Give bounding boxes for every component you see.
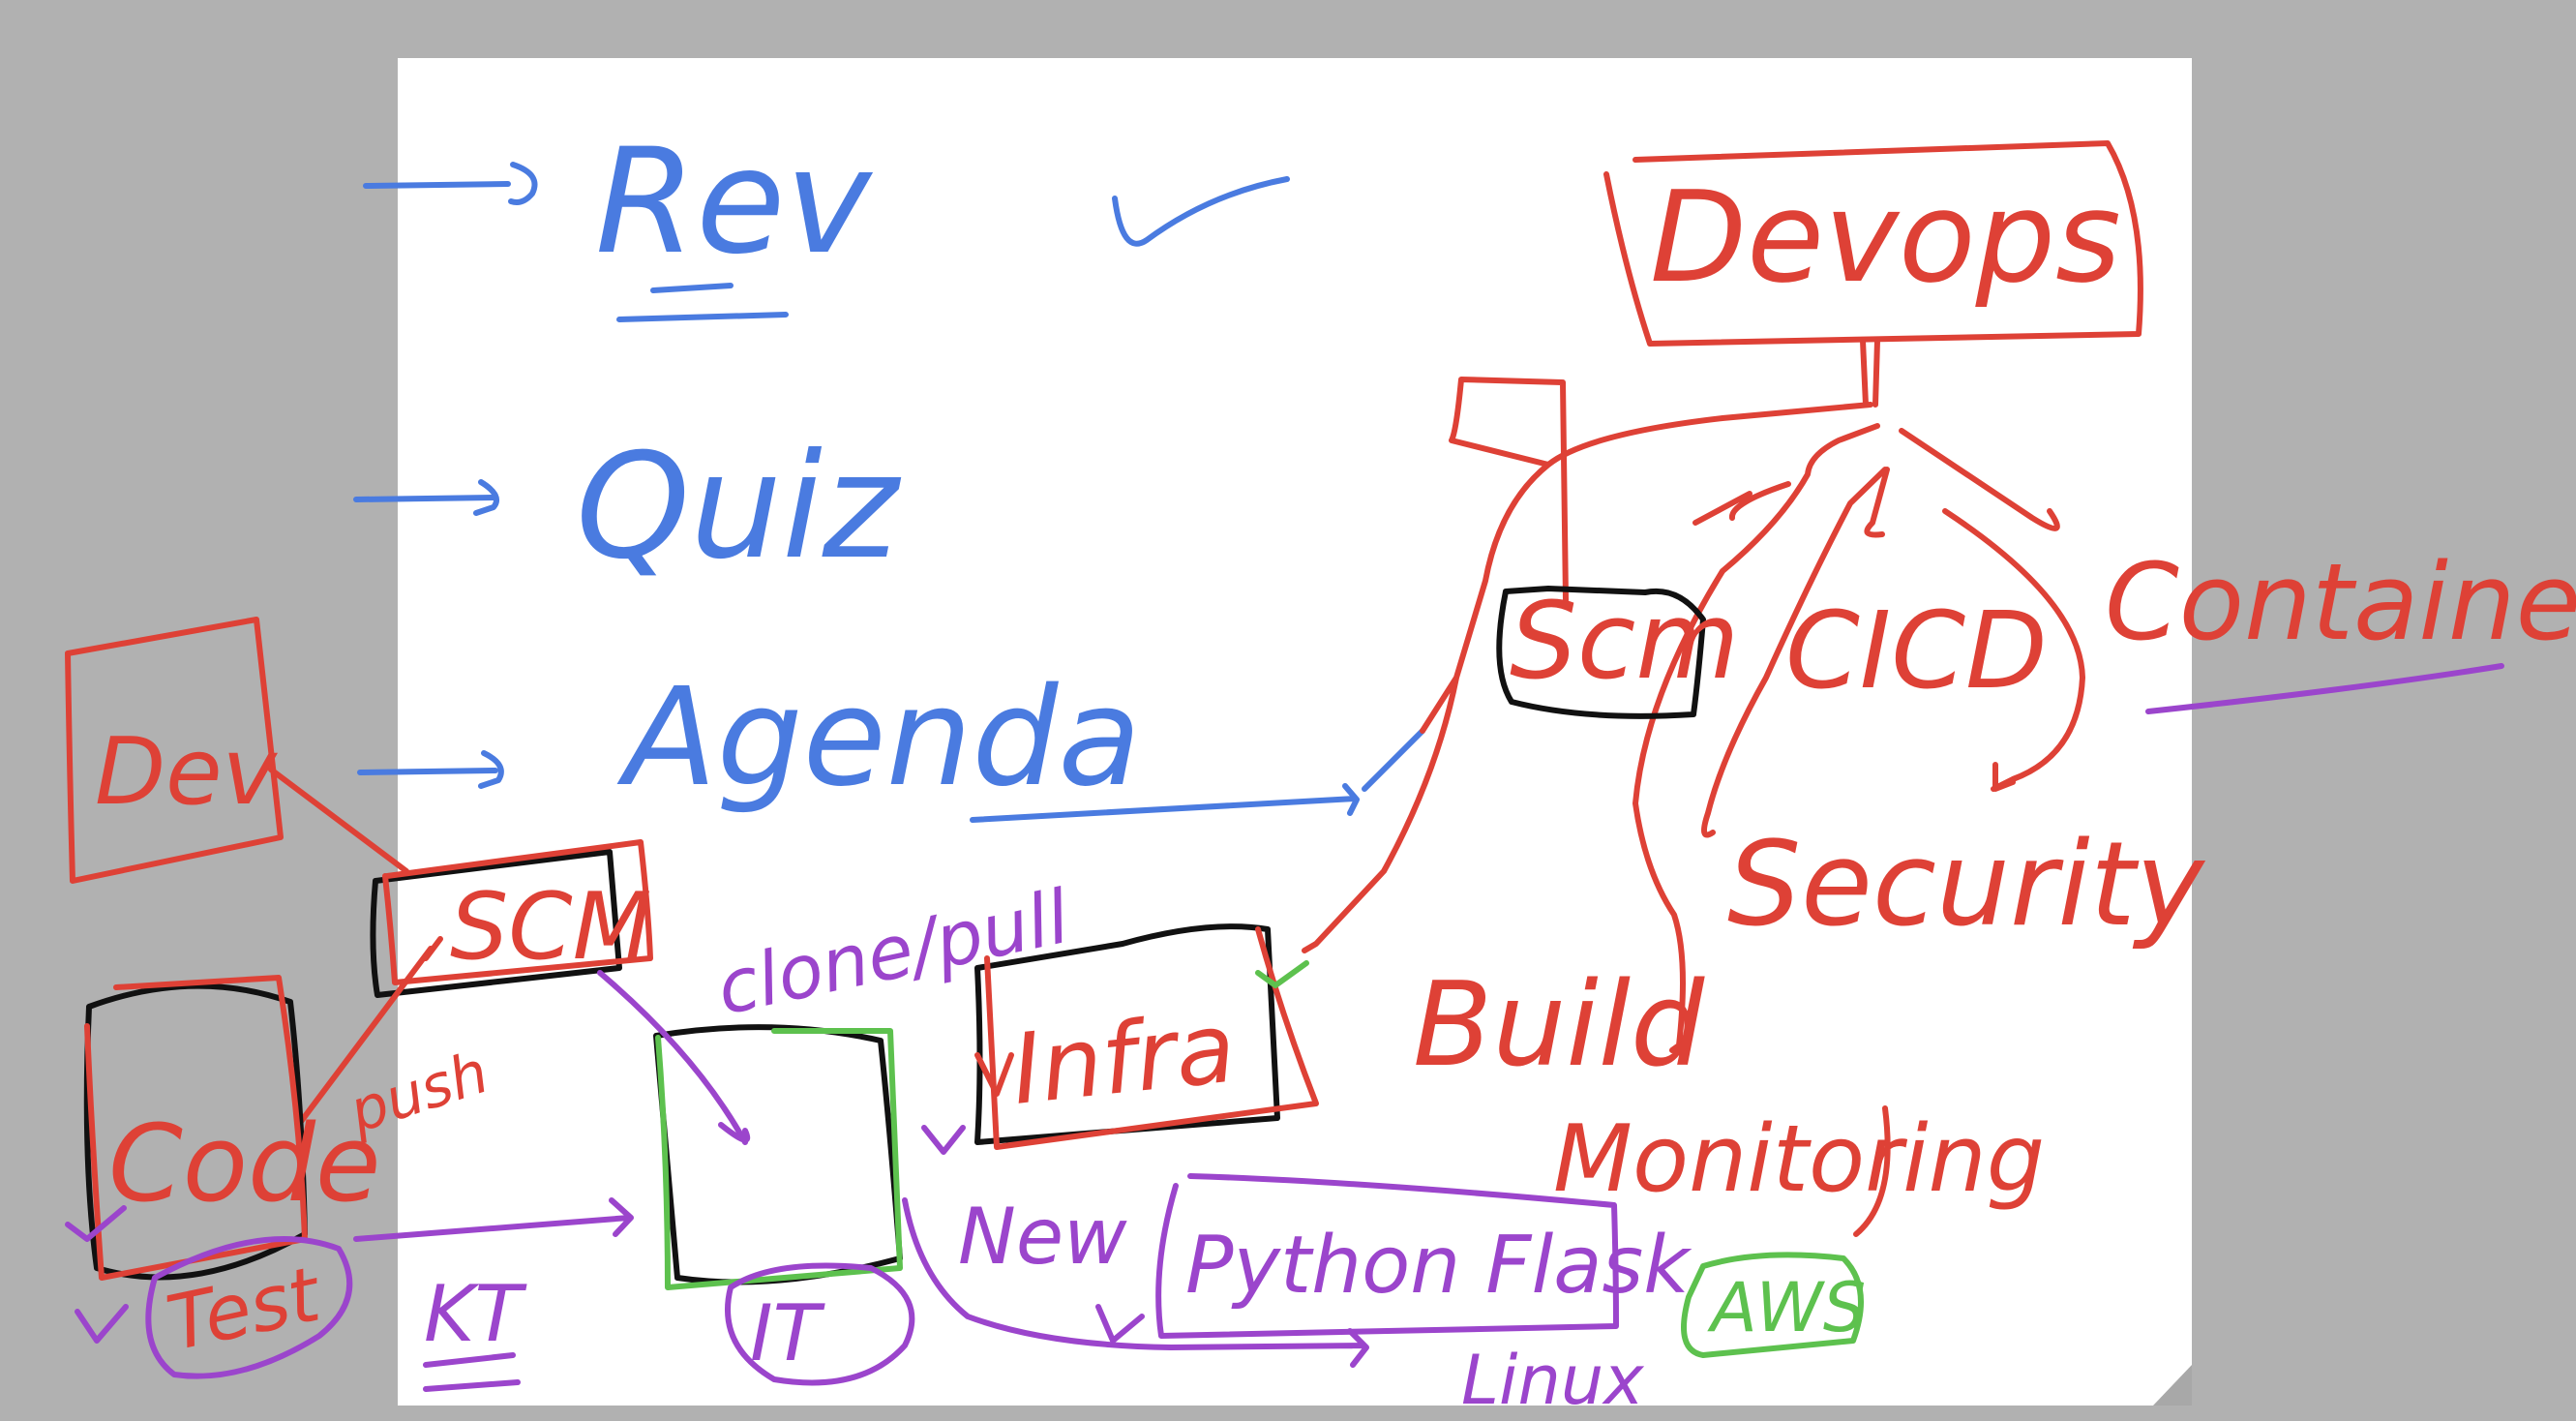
devops-cicd: CICD bbox=[1785, 589, 2048, 712]
devops-box bbox=[1603, 140, 2143, 347]
devops-branches bbox=[1302, 338, 2060, 1053]
arrow-icon bbox=[363, 162, 538, 205]
devops-scm: Scm bbox=[1510, 579, 1739, 703]
test-circle bbox=[145, 1236, 353, 1379]
devops-title: Devops bbox=[1650, 164, 2121, 311]
checkmark-icon bbox=[921, 1125, 966, 1155]
devops-build: Build bbox=[1413, 958, 1705, 1093]
scm-box-left-red bbox=[382, 839, 653, 985]
agenda-item-quiz: Quiz bbox=[576, 423, 902, 591]
arrow-icon bbox=[353, 479, 499, 516]
scm-box-left bbox=[370, 849, 622, 998]
workflow-python-flask: Python Flask bbox=[1185, 1220, 1692, 1312]
infra-box-red bbox=[984, 926, 1319, 1150]
workflow-code: Code bbox=[108, 1102, 381, 1225]
arrow-icon bbox=[357, 750, 504, 789]
test-to-it-arrow bbox=[353, 1197, 634, 1242]
containers-underline bbox=[2145, 663, 2504, 714]
workflow-new: New bbox=[958, 1192, 1127, 1282]
rev-underline bbox=[616, 283, 789, 322]
resize-handle-icon[interactable] bbox=[2153, 1365, 2192, 1406]
checkmark-icon bbox=[75, 1304, 129, 1344]
devops-containers: Containers bbox=[2105, 540, 2576, 664]
checkmark-icon bbox=[65, 1205, 127, 1242]
devops-monitoring: Monitoring bbox=[1553, 1106, 2045, 1213]
infra-box-black bbox=[974, 923, 1280, 1145]
workflow-linux: Linux bbox=[1461, 1341, 1644, 1420]
scm-to-code-line bbox=[297, 936, 443, 1126]
agenda-connector-arrow bbox=[970, 728, 1425, 823]
workflow-dev: Dev bbox=[95, 719, 279, 826]
it-circle bbox=[725, 1262, 915, 1386]
agenda-list: Rev Quiz Agenda bbox=[353, 118, 1425, 823]
workflow-infra: Infra bbox=[1006, 990, 1240, 1126]
workflow-it: IT bbox=[750, 1288, 826, 1378]
workflow-aws: AWS bbox=[1707, 1268, 1866, 1347]
workflow-kt: KT bbox=[424, 1269, 527, 1359]
workflow-diagram: Dev SCM Code push Test KT clone/pull IT … bbox=[65, 617, 1866, 1420]
it-box-green bbox=[655, 1028, 903, 1290]
devops-security: Security bbox=[1727, 818, 2206, 952]
scm-to-it-arrow bbox=[597, 970, 751, 1145]
aws-box bbox=[1681, 1252, 1864, 1358]
dev-box bbox=[65, 617, 284, 884]
python-flask-box bbox=[1155, 1173, 1619, 1339]
dev-to-scm-line bbox=[268, 767, 409, 874]
devops-tree: Devops Scm CICD Containers Security Buil… bbox=[1302, 140, 2576, 1237]
scm-box bbox=[1496, 586, 1706, 719]
checkmark-icon bbox=[1112, 176, 1290, 247]
infra-tick bbox=[974, 1052, 1014, 1097]
workflow-scm: SCM bbox=[450, 874, 652, 981]
containers-arrow bbox=[1942, 508, 2085, 792]
checkmark-icon bbox=[1255, 960, 1309, 988]
it-to-flask-line bbox=[902, 1197, 1369, 1368]
kt-underline bbox=[423, 1352, 521, 1392]
workflow-test: Test bbox=[160, 1251, 329, 1368]
agenda-item-rev: Rev bbox=[595, 118, 874, 287]
monitoring-tail bbox=[1853, 1105, 1891, 1237]
checkmark-icon bbox=[1095, 1304, 1145, 1344]
agenda-item-agenda: Agenda bbox=[616, 659, 1141, 817]
